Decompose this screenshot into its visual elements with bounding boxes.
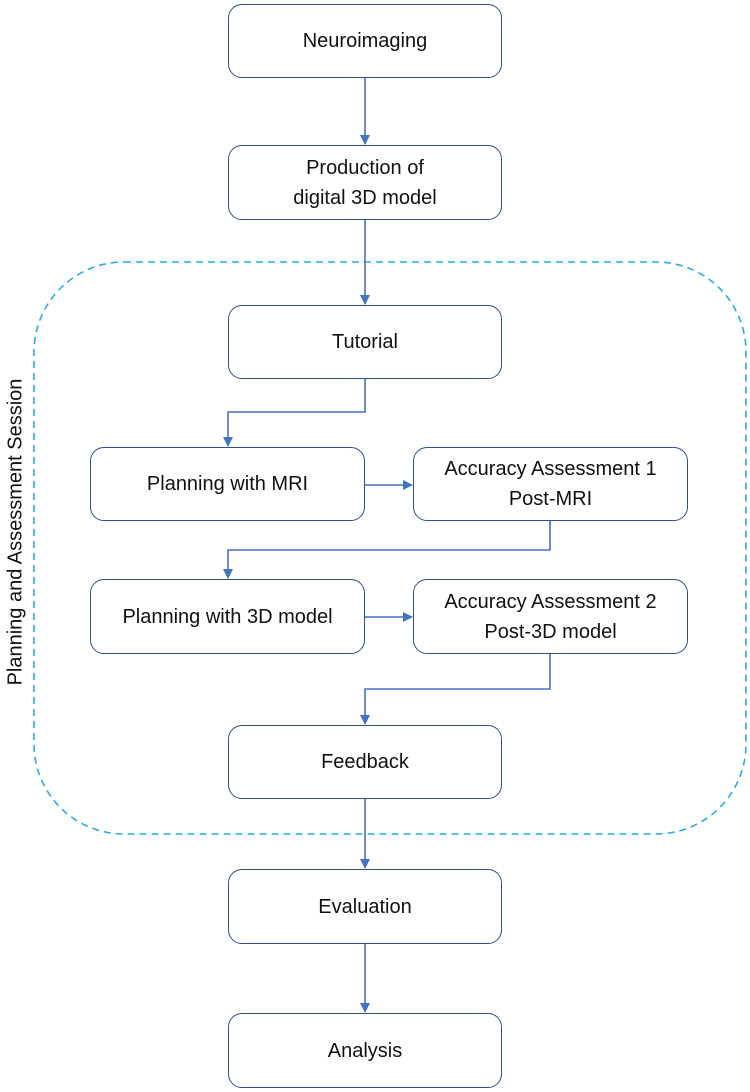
session-label: Planning and Assessment Session [4, 378, 27, 686]
node-planning-3d: Planning with 3D model [90, 579, 365, 654]
node-neuroimaging: Neuroimaging [228, 4, 502, 78]
node-tutorial-label: Tutorial [332, 331, 398, 353]
node-production: Production of digital 3D model [228, 145, 502, 220]
node-planning-3d-label: Planning with 3D model [122, 605, 333, 628]
arrow-accuracy-1-to-planning-3d [223, 521, 551, 579]
arrow-accuracy-2-to-feedback [360, 654, 551, 725]
arrow-tutorial-to-planning-mri [223, 379, 366, 447]
node-accuracy-2-label: Accuracy Assessment 2 Post-3D model [444, 590, 657, 643]
node-feedback-label: Feedback [321, 751, 409, 773]
node-accuracy-2: Accuracy Assessment 2 Post-3D model [413, 579, 688, 654]
node-planning-mri-label: Planning with MRI [146, 473, 309, 495]
node-accuracy-1-label: Accuracy Assessment 1 Post-MRI [444, 458, 657, 510]
node-planning-mri: Planning with MRI [90, 447, 365, 521]
node-analysis: Analysis [228, 1013, 502, 1088]
node-tutorial: Tutorial [228, 305, 502, 379]
node-evaluation: Evaluation [228, 869, 502, 944]
node-neuroimaging-label: Neuroimaging [302, 30, 428, 52]
connectors [223, 78, 551, 1013]
session-boundary [33, 261, 747, 835]
node-feedback: Feedback [228, 725, 502, 799]
node-production-label: Production of digital 3D model [293, 156, 437, 209]
node-analysis-label: Analysis [327, 1039, 403, 1062]
node-evaluation-label: Evaluation [318, 895, 412, 918]
node-accuracy-1: Accuracy Assessment 1 Post-MRI [413, 447, 688, 521]
